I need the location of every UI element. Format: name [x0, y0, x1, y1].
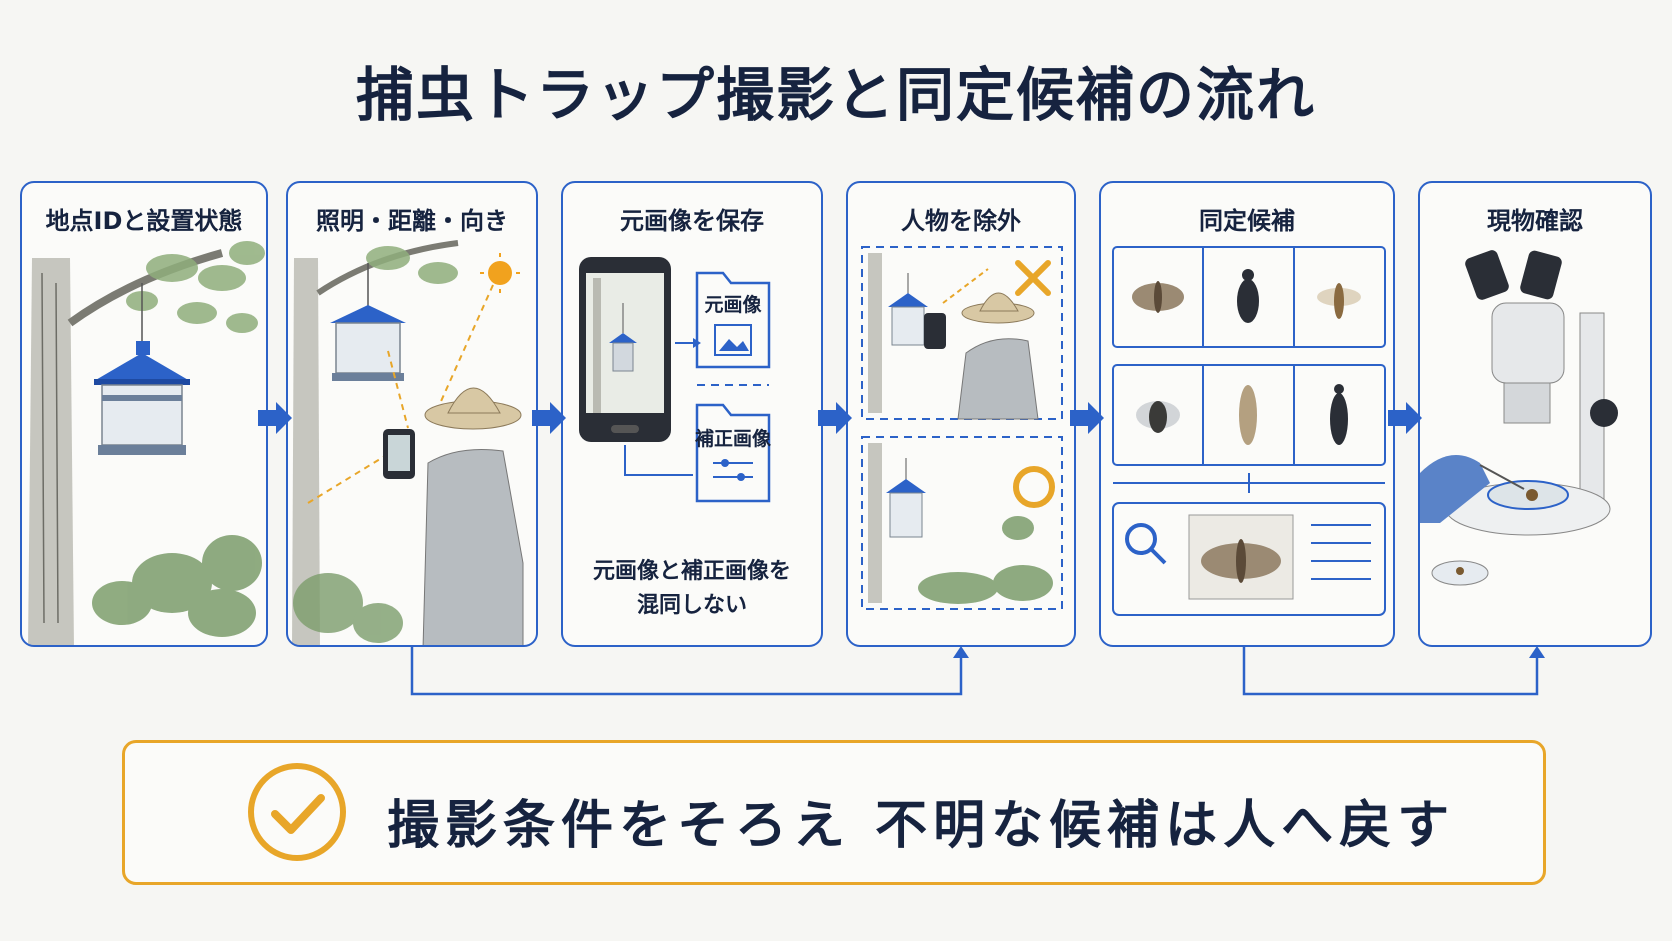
page-title: 捕虫トラップ撮影と同定候補の流れ [355, 61, 1316, 129]
moth-icon [1239, 385, 1257, 445]
note-line-1: 元画像と補正画像を [592, 559, 791, 584]
folder-icon [695, 403, 771, 503]
step-title: 元画像を保存 [620, 207, 764, 235]
moth-icon [1132, 281, 1184, 313]
summary-banner: 撮影条件をそろえ 不明な候補は人へ戻す [122, 740, 1546, 885]
trap-on-tree-illustration [28, 241, 265, 645]
flow-arrow-icon [1070, 402, 1104, 434]
magnifier-icon [1125, 523, 1167, 565]
step-title: 人物を除外 [901, 207, 1021, 235]
folder-icon [695, 271, 771, 369]
microscope-illustration [1420, 250, 1618, 586]
circle-mark-icon [1013, 466, 1055, 508]
banner-text: 撮影条件をそろえ 不明な候補は人へ戻す [387, 796, 1456, 856]
save-illustration: 元画像 補正画像 [579, 257, 772, 503]
exclude-person-illustration [861, 246, 1063, 610]
candidate-grid-illustration [1112, 246, 1386, 616]
step-panel-location: 地点IDと設置状態 [20, 181, 268, 647]
beetle-icon [1330, 384, 1348, 445]
folder-label-corrected: 補正画像 [694, 427, 772, 450]
step-title: 同定候補 [1199, 207, 1295, 235]
step-title: 照明・距離・向き [316, 207, 508, 235]
step-panel-identification-candidates: 同定候補 [1099, 181, 1395, 647]
cross-mark-icon [1015, 260, 1051, 296]
image-icon [714, 324, 752, 356]
microscope-icon [1445, 250, 1618, 536]
step-title: 地点IDと設置状態 [45, 207, 243, 235]
step-panel-physical-check: 現物確認 [1418, 181, 1652, 647]
gloved-hand [1420, 455, 1490, 523]
check-circle-icon [248, 763, 346, 861]
flow-arrow-icon [818, 402, 852, 434]
step-panel-save-original: 元画像を保存 元画像 補正画像 元画像と補正画像を 混同しない [561, 181, 823, 647]
flow-arrow-icon [1388, 402, 1422, 434]
note-line-2: 混同しない [636, 593, 747, 618]
photographer-illustration [292, 240, 524, 645]
step-title: 現物確認 [1487, 207, 1583, 235]
beetle-icon [1237, 269, 1259, 323]
flow-arrow-icon [532, 402, 566, 434]
flow-arrow-icon [258, 402, 292, 434]
fly-icon [1136, 401, 1180, 433]
step-panel-exclude-people: 人物を除外 [846, 181, 1076, 647]
sliders-icon [713, 462, 753, 478]
step-panel-lighting: 照明・距離・向き [286, 181, 538, 647]
folder-label-original: 元画像 [704, 293, 762, 316]
wasp-icon [1317, 283, 1361, 319]
